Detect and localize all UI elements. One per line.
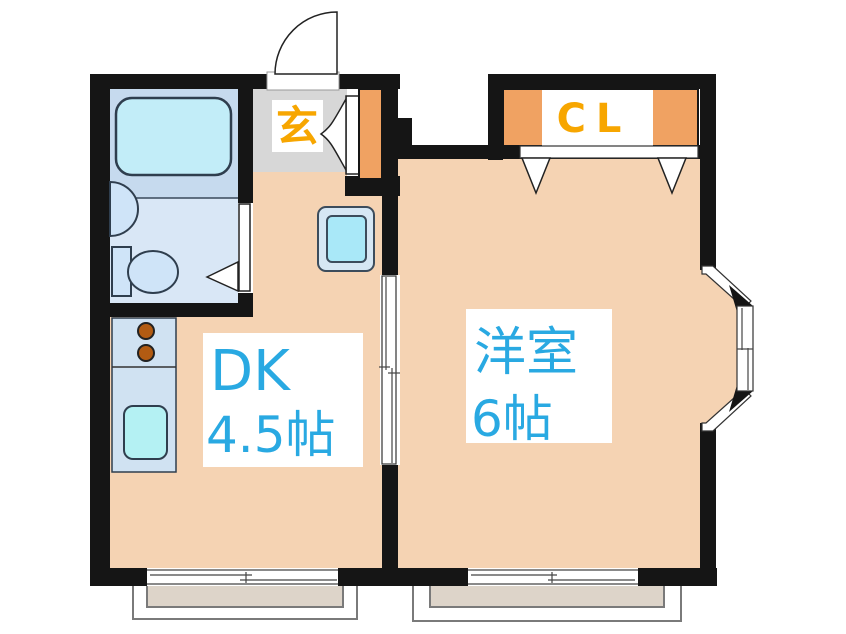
closet-door-swing-right bbox=[656, 157, 688, 196]
closet bbox=[502, 88, 699, 196]
wall-left bbox=[90, 74, 110, 586]
wall-closet-top bbox=[488, 74, 716, 89]
entrance bbox=[266, 11, 383, 180]
right-window-gap bbox=[468, 568, 638, 586]
shoe-cabinet bbox=[358, 88, 383, 180]
sliding-door-frame bbox=[381, 275, 397, 465]
bathroom bbox=[109, 96, 253, 297]
toilet-bowl bbox=[127, 250, 179, 294]
wall-right-lower bbox=[700, 423, 716, 586]
western-room-label-box bbox=[466, 309, 612, 443]
wall-right-upper bbox=[700, 74, 716, 270]
dk-name-label: DK bbox=[210, 339, 291, 404]
western-room-size-label: 6帖 bbox=[471, 390, 553, 448]
balconies bbox=[132, 584, 682, 622]
kitchen-sink bbox=[123, 405, 168, 460]
entrance-door-arc bbox=[274, 11, 338, 75]
entrance-label-box bbox=[272, 100, 323, 152]
closet-door-track bbox=[519, 145, 699, 159]
washing-machine-pan bbox=[326, 215, 367, 263]
bathroom-sink bbox=[109, 180, 139, 238]
wall-closet-left bbox=[488, 74, 503, 160]
western-room-name-label: 洋室 bbox=[474, 323, 578, 383]
right-balcony-floor bbox=[429, 584, 665, 608]
dk-size-label: 4.5帖 bbox=[206, 406, 336, 464]
kitchen bbox=[111, 206, 375, 473]
closet-label-box bbox=[542, 90, 653, 146]
bathroom-door-swing bbox=[205, 260, 239, 293]
stove-burner-top bbox=[137, 322, 155, 340]
dk-label-box bbox=[203, 333, 363, 467]
labels: 玄 CL DK 4.5帖 洋室 6帖 bbox=[203, 96, 632, 467]
bay-window bbox=[701, 265, 754, 432]
bathtub bbox=[114, 96, 233, 177]
closet-door-swing-left bbox=[520, 157, 552, 196]
left-balcony-floor bbox=[146, 584, 344, 608]
bay-wall-top bbox=[729, 285, 753, 312]
stove-burner-bottom bbox=[137, 344, 155, 362]
bathroom-door-leaf bbox=[238, 203, 251, 292]
inner-door-leaf bbox=[345, 95, 360, 175]
bay-wall-bottom bbox=[729, 385, 753, 412]
closet-label: CL bbox=[557, 96, 632, 142]
wall-entrance-corner bbox=[345, 176, 400, 196]
windows bbox=[147, 568, 638, 586]
left-window-gap bbox=[147, 568, 338, 586]
sliding-door bbox=[379, 275, 400, 465]
inner-door-swing bbox=[319, 96, 347, 173]
wall-bathroom-bottom bbox=[90, 303, 253, 317]
entrance-label: 玄 bbox=[276, 102, 318, 151]
